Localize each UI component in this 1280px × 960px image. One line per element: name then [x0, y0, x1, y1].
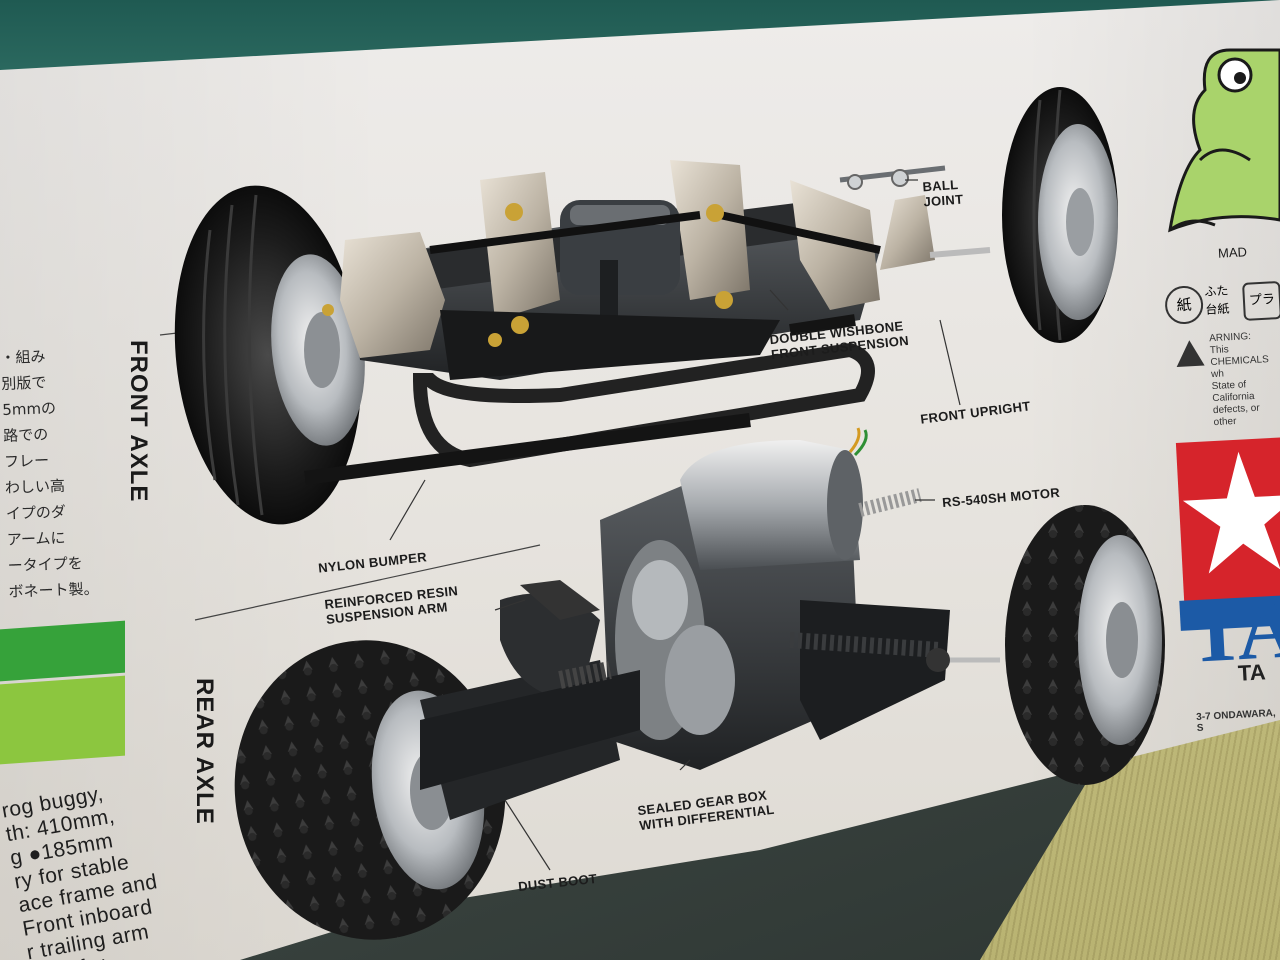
- warning-line: ARNING: This: [1208, 331, 1252, 357]
- address-text: 3-7 ONDAWARA, S: [1196, 707, 1276, 734]
- brand-logo-text: TA: [1185, 579, 1280, 681]
- ball-joint-label: BALL JOINT: [922, 177, 964, 210]
- tamiya-star-logo: [1175, 437, 1280, 603]
- brand-subtext: TA: [1237, 659, 1267, 686]
- warning-line: CHEMICALS wh: [1210, 354, 1270, 381]
- recycle-marks: 紙 ふた 台紙 プラ: [1164, 275, 1280, 329]
- warning-line: State of California: [1211, 379, 1255, 405]
- paper-recycle-icon: 紙: [1164, 285, 1205, 325]
- plastic-recycle-icon: プラ: [1242, 280, 1280, 321]
- ball-joint-line: JOINT: [923, 191, 964, 210]
- front-axle-group: [174, 87, 1118, 525]
- rear-axle-group: [234, 427, 1165, 940]
- recycle-caption: ふた: [1204, 283, 1229, 299]
- warning-triangle-icon: [1175, 339, 1205, 367]
- made-in-label: MAD: [1217, 244, 1248, 261]
- warning-text: ARNING: This CHEMICALS wh State of Calif…: [1209, 330, 1272, 429]
- recycle-caption: 台紙: [1205, 301, 1230, 317]
- frog-mascot: [1168, 48, 1280, 233]
- star-icon: [1182, 451, 1280, 574]
- divider-line: [194, 544, 541, 621]
- callout-leaders: [389, 179, 961, 871]
- warning-line: defects, or other: [1212, 402, 1260, 429]
